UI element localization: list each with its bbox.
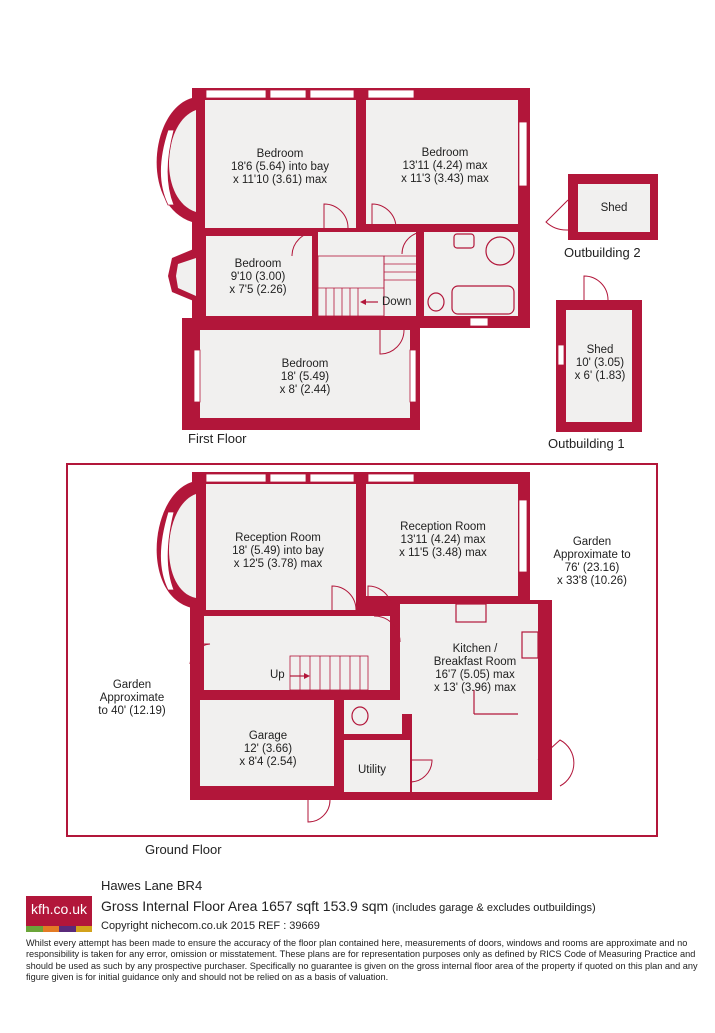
- outbuildings-plan: [545, 174, 658, 432]
- first-floor-title: First Floor: [188, 431, 247, 446]
- logo-stripe-purple: [59, 926, 76, 932]
- property-address: Hawes Lane BR4: [101, 878, 203, 893]
- gross-internal-floor-area: Gross Internal Floor Area 1657 sqft 153.…: [101, 898, 596, 914]
- outbuilding-1-title: Outbuilding 1: [548, 436, 625, 451]
- logo-stripe-orange: [42, 926, 59, 932]
- logo-stripe-green: [26, 926, 43, 932]
- logo-stripes: [26, 926, 92, 932]
- logo-stripe-gold: [75, 926, 92, 932]
- copyright: Copyright nichecom.co.uk 2015 REF : 3966…: [101, 920, 320, 932]
- ground-floor-title: Ground Floor: [145, 842, 222, 857]
- disclaimer-text: Whilst every attempt has been made to en…: [26, 938, 698, 983]
- ground-floor-plan: [66, 463, 658, 837]
- outbuilding-2-title: Outbuilding 2: [564, 245, 641, 260]
- first-floor-plan: [156, 88, 530, 430]
- room-label-utility: Utility: [357, 764, 387, 776]
- kfh-logo: kfh.co.uk: [26, 896, 92, 932]
- shed-label-outbuilding-2: Shed: [600, 202, 628, 214]
- stairs-up-label: Up: [270, 669, 285, 681]
- stairs-down-label: Down: [382, 296, 412, 308]
